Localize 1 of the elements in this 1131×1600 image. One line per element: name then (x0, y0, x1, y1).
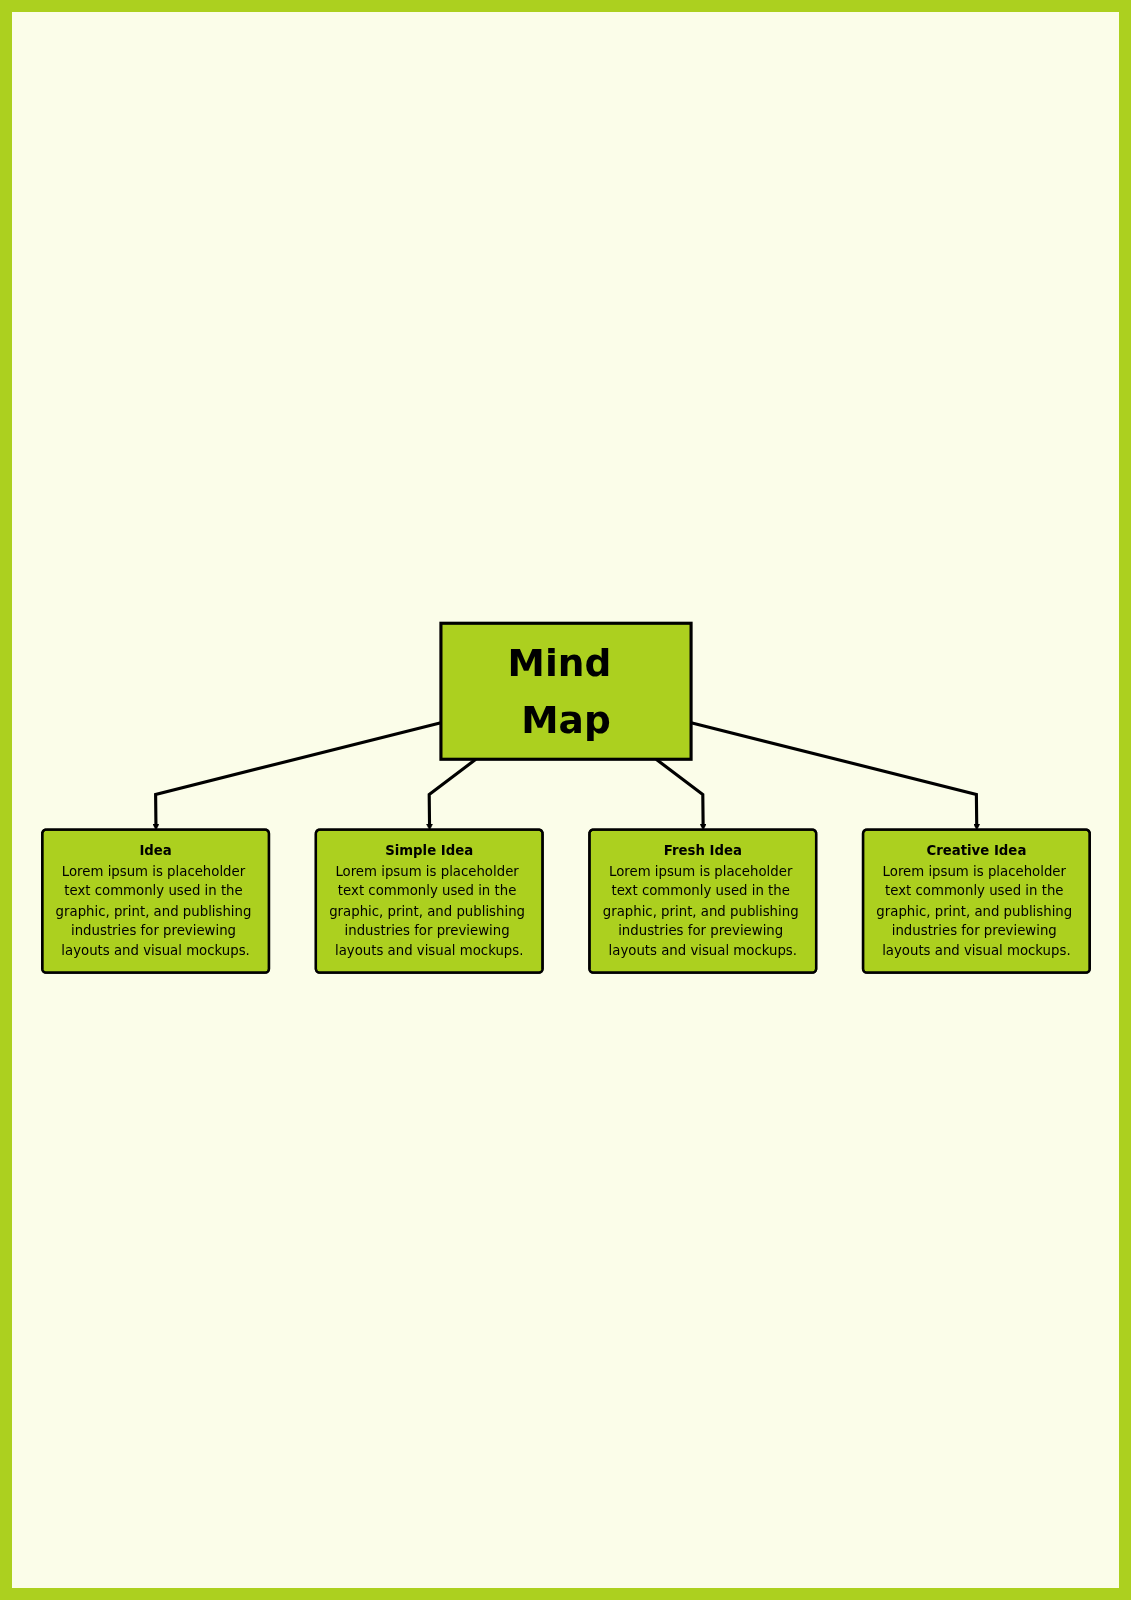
node-box: Mind Map (438, 621, 693, 761)
